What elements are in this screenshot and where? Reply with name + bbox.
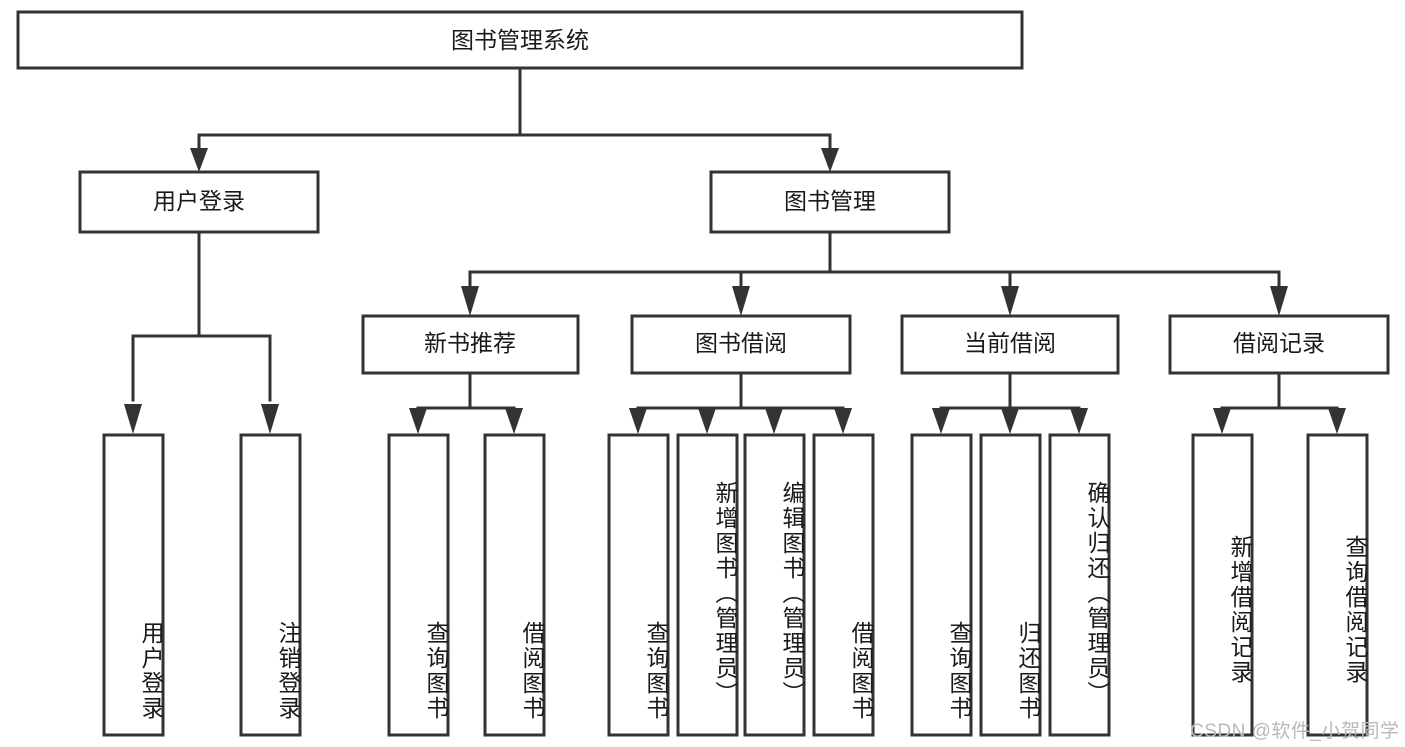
node-leaf-borrow-book-rec-box[interactable]: [483, 433, 546, 737]
node-leaf-borrow-book-box[interactable]: [812, 433, 875, 737]
arrow-to-leaf-return-book: [1001, 408, 1019, 434]
arrow-to-leaf-add-book: [698, 408, 716, 434]
node-leaf-user-login-box[interactable]: [102, 433, 165, 737]
node-book-borrow-label: 图书借阅: [695, 330, 787, 356]
arrow-to-leaf-query-record: [1328, 408, 1346, 434]
node-leaf-user-logout-box[interactable]: [239, 433, 302, 737]
arrow-to-current-borrow: [1001, 286, 1019, 316]
node-book-manage-box[interactable]: [709, 170, 951, 234]
arrow-to-leaf-query-book-current: [932, 408, 950, 434]
leaf-boxes-group: [102, 433, 1369, 737]
node-borrow-record[interactable]: 借阅记录: [1168, 314, 1390, 375]
arrow-to-leaf-confirm-return: [1070, 408, 1088, 434]
node-current-borrow[interactable]: 当前借阅: [900, 314, 1120, 375]
node-leaf-query-book-rec-box[interactable]: [387, 433, 450, 737]
node-leaf-confirm-return-box[interactable]: [1048, 433, 1111, 737]
node-root-box[interactable]: [16, 10, 1024, 70]
node-new-book-rec-box[interactable]: [361, 314, 580, 375]
node-user-login[interactable]: 用户登录: [78, 170, 320, 234]
connectors-group: [124, 66, 1346, 434]
arrow-to-new-book-rec: [461, 286, 479, 316]
node-book-manage[interactable]: 图书管理: [709, 170, 951, 234]
arrow-to-book-manage: [821, 148, 839, 172]
arrow-to-leaf-borrow-book-rec: [505, 408, 523, 434]
node-current-borrow-label: 当前借阅: [964, 330, 1056, 356]
node-user-login-box[interactable]: [78, 170, 320, 234]
arrow-to-leaf-add-record: [1213, 408, 1231, 434]
arrow-to-leaf-edit-book: [765, 408, 783, 434]
node-book-manage-label: 图书管理: [784, 188, 876, 214]
arrow-to-leaf-query-book-rec: [409, 408, 427, 434]
node-borrow-record-label: 借阅记录: [1233, 330, 1325, 356]
node-book-borrow-box[interactable]: [630, 314, 852, 375]
node-new-book-rec-label: 新书推荐: [424, 330, 516, 356]
arrow-to-leaf-borrow-book: [834, 408, 852, 434]
node-root[interactable]: 图书管理系统: [16, 10, 1024, 70]
node-new-book-rec[interactable]: 新书推荐: [361, 314, 580, 375]
arrow-to-leaf-user-logout: [261, 404, 279, 434]
node-leaf-query-book-borrow-box[interactable]: [607, 433, 670, 737]
node-leaf-add-record-box[interactable]: [1191, 433, 1254, 737]
arrow-to-book-borrow: [732, 286, 750, 316]
arrow-to-borrow-record: [1270, 286, 1288, 316]
node-current-borrow-box[interactable]: [900, 314, 1120, 375]
csdn-watermark: CSDN @软件_小贺同学: [1190, 721, 1400, 742]
arrow-to-user-login: [190, 148, 208, 172]
node-borrow-record-box[interactable]: [1168, 314, 1390, 375]
node-leaf-return-book-box[interactable]: [979, 433, 1042, 737]
node-user-login-label: 用户登录: [153, 188, 245, 214]
node-book-borrow[interactable]: 图书借阅: [630, 314, 852, 375]
node-leaf-edit-book-box[interactable]: [743, 433, 806, 737]
node-leaf-query-book-current-box[interactable]: [910, 433, 973, 737]
arrow-to-leaf-user-login: [124, 404, 142, 434]
node-root-label: 图书管理系统: [451, 27, 589, 53]
node-leaf-query-record-box[interactable]: [1306, 433, 1369, 737]
arrow-to-leaf-query-book-borrow: [629, 408, 647, 434]
node-leaf-add-book-box[interactable]: [676, 433, 739, 737]
